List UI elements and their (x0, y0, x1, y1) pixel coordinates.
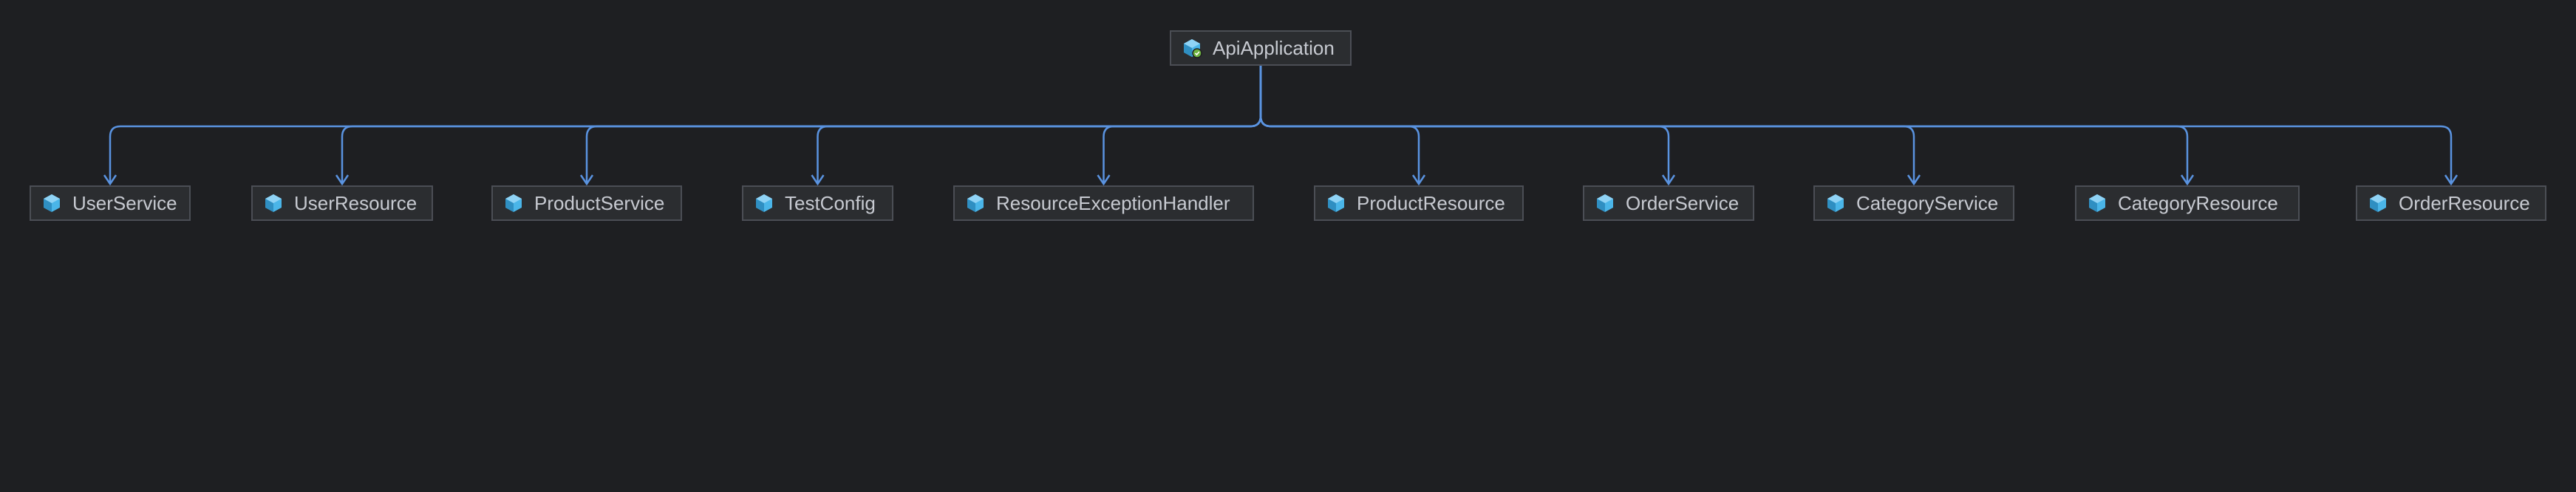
edge-to-user-resource (341, 66, 1262, 184)
spring-bean-icon (965, 193, 986, 213)
node-category-resource[interactable]: CategoryResource (2075, 185, 2300, 221)
node-label: CategoryService (1856, 191, 1999, 214)
edge-to-product-resource (1259, 66, 1420, 184)
node-api-application[interactable]: ApiApplication (1170, 30, 1352, 66)
node-label: ResourceExceptionHandler (996, 191, 1230, 214)
spring-bean-icon (41, 193, 62, 213)
spring-bean-icon (2087, 193, 2108, 213)
node-category-service[interactable]: CategoryService (1813, 185, 2014, 221)
spring-bean-icon (1825, 193, 1846, 213)
node-label: UserResource (294, 191, 418, 214)
arrowhead (335, 174, 350, 186)
arrowhead (2444, 174, 2459, 186)
arrowhead (103, 174, 117, 186)
node-user-service[interactable]: UserService (30, 185, 191, 221)
spring-bean-icon (503, 193, 524, 213)
spring-bean-icon (2368, 193, 2388, 213)
node-test-config[interactable]: TestConfig (742, 185, 893, 221)
edge-to-category-service (1259, 66, 1915, 184)
node-user-resource[interactable]: UserResource (251, 185, 433, 221)
edge-to-test-config (817, 66, 1262, 184)
spring-boot-application-icon (1182, 38, 1202, 58)
arrowhead (1661, 174, 1676, 186)
edge-to-product-service (585, 66, 1262, 184)
node-order-resource[interactable]: OrderResource (2356, 185, 2546, 221)
arrowhead (1097, 174, 1111, 186)
edge-to-order-resource (1259, 66, 2453, 184)
arrowhead (2180, 174, 2195, 186)
edge-to-order-service (1259, 66, 1670, 184)
spring-bean-icon (754, 193, 774, 213)
node-label: OrderService (1626, 191, 1740, 214)
edge-to-user-service (109, 66, 1262, 184)
node-label: ProductService (534, 191, 665, 214)
arrowhead (1907, 174, 1921, 186)
spring-bean-icon (1326, 193, 1346, 213)
spring-bean-icon (1595, 193, 1615, 213)
spring-bean-icon (263, 193, 284, 213)
node-label: TestConfig (785, 191, 876, 214)
node-label: ApiApplication (1213, 36, 1335, 59)
node-order-service[interactable]: OrderService (1583, 185, 1754, 221)
edge-to-resource-exception-handler (1103, 66, 1262, 184)
arrowhead (1411, 174, 1426, 186)
node-product-service[interactable]: ProductService (491, 185, 682, 221)
node-label: OrderResource (2399, 191, 2530, 214)
node-label: UserService (72, 191, 177, 214)
node-resource-exception-handler[interactable]: ResourceExceptionHandler (953, 185, 1254, 221)
node-label: CategoryResource (2118, 191, 2278, 214)
arrowhead (579, 174, 594, 186)
edge-to-category-resource (1259, 66, 2189, 184)
node-label: ProductResource (1357, 191, 1505, 214)
arrowhead (811, 174, 825, 186)
node-product-resource[interactable]: ProductResource (1314, 185, 1524, 221)
